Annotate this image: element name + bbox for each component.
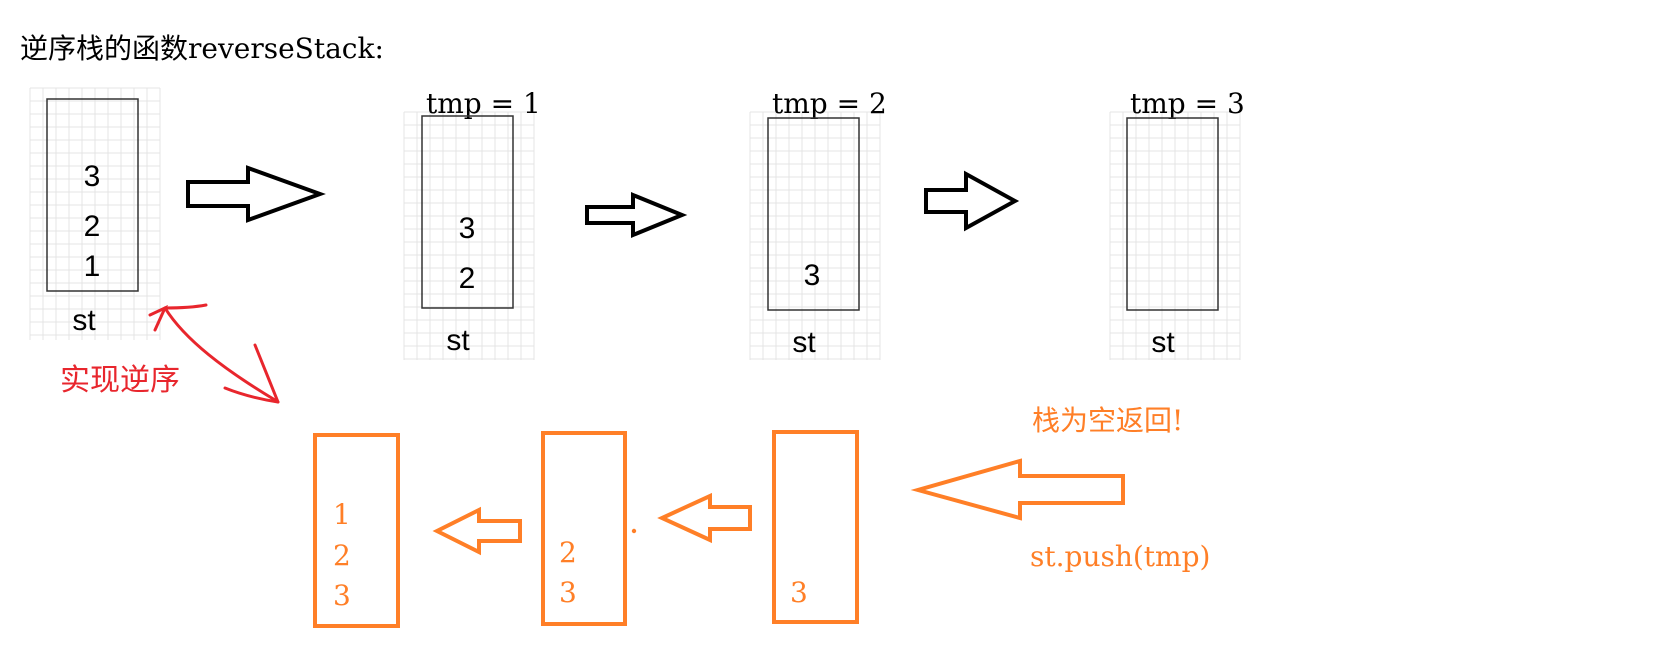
empty-return-note: 栈为空返回! — [1032, 404, 1183, 437]
top-stack-3: tmp = 2 3 st — [767, 87, 887, 359]
arrow-left-icon — [657, 492, 752, 544]
stack-caption: st — [446, 324, 470, 357]
stack-item: 3 — [84, 160, 101, 193]
dot-mark — [631, 528, 637, 534]
stack-caption: st — [72, 304, 96, 337]
stack-item: 1 — [333, 498, 351, 531]
bottom-stack-1: 1 2 3 — [313, 433, 400, 628]
stack-item: 3 — [804, 259, 821, 292]
arrow-left-icon — [432, 506, 522, 556]
stack-caption: st — [792, 326, 816, 359]
stack-item: 2 — [559, 536, 577, 569]
stack-item: 3 — [559, 576, 577, 609]
page-title: 逆序栈的函数reverseStack: — [20, 32, 384, 65]
tmp-label: tmp = 1 — [426, 87, 541, 120]
stack-item: 3 — [790, 576, 808, 609]
top-stack-2: tmp = 1 3 2 st — [421, 87, 541, 357]
stack-item: 3 — [459, 212, 476, 245]
arrow-right-icon — [186, 165, 326, 223]
bottom-stack-3: 3 — [772, 430, 859, 624]
arrow-left-icon — [910, 458, 1125, 521]
arrow-right-icon — [924, 170, 1020, 232]
stack-item: 2 — [333, 539, 351, 572]
double-arrow-icon — [148, 303, 280, 404]
tmp-label: tmp = 2 — [772, 87, 887, 120]
bottom-stack-2: 2 3 — [541, 431, 627, 626]
stack-item: 3 — [333, 579, 351, 612]
top-stack-4: tmp = 3 st — [1126, 87, 1245, 359]
push-note: st.push(tmp) — [1030, 540, 1210, 573]
stack-item: 2 — [459, 262, 476, 295]
stack-item: 2 — [84, 210, 101, 243]
stack-item: 1 — [84, 250, 101, 283]
arrow-right-icon — [585, 192, 688, 238]
reverse-note: 实现逆序 — [60, 363, 180, 398]
tmp-label: tmp = 3 — [1130, 87, 1245, 120]
top-stack-1: 3 2 1 st — [46, 98, 139, 337]
stack-caption: st — [1151, 326, 1175, 359]
